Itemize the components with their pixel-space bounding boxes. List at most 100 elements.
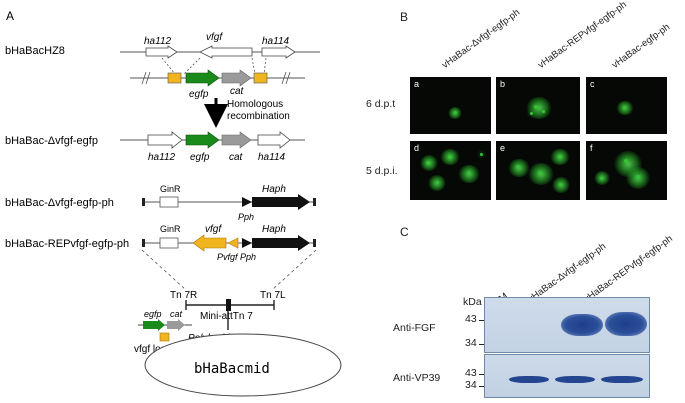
tile-label-c: c [590,79,595,89]
gene-arrow-ha114-bottom [257,131,291,149]
break-mark-right [281,71,291,85]
gene-arrow-egfp-2 [185,131,220,149]
bacmid-name: bHaBacmid [194,361,270,377]
fluor-dot [600,177,603,180]
funnel-dash-left [141,249,187,291]
panel-a-schematic: A bHaBacHZ8 ha112 vfgf ha114 egfp cat Ho… [5,9,342,397]
band-fgf-lane4 [605,312,647,336]
column-header-1: vHaBac-Δvfgf-egfp-ph [440,7,523,71]
gene-label-cat-bottom: cat [229,152,244,163]
gene-label-ha112-bottom: ha112 [148,152,176,163]
fluor-dot [480,153,483,156]
fluor-dot [436,181,439,184]
fluor-dot [538,171,542,175]
label-dvfgf-egfp-ph: bHaBac-Δvfgf-egfp-ph [5,197,114,209]
fluor-dot [530,112,533,115]
tile-label-d: d [414,143,420,153]
fluor-dot [624,159,628,163]
homology-arm-left [167,72,182,84]
anti-fgf-label: Anti-FGF [393,322,436,334]
small-vfgf-box [159,332,170,342]
ginr-box-2 [159,237,179,249]
homology-arm-right [253,72,268,84]
gene-arrow-ha114-top [261,45,296,59]
arrow-label-line1: Homologous [227,99,283,110]
fluor-dot [454,111,457,114]
tn7r-label: Tn 7R [170,290,197,301]
gene-label-cat-small: cat [170,309,183,319]
gene-label-ginr-2: GinR [160,224,181,234]
haph-arrow-2 [252,235,310,251]
gene-label-ha114-top: ha114 [262,36,290,47]
label-hz8: bHaBacHZ8 [5,45,65,57]
label-dvfgf-egfp: bHaBac-Δvfgf-egfp [5,135,98,147]
marker-top-34: 34 [465,337,477,349]
tick-bottom-34 [479,386,484,387]
gene-arrow-ha112-top [145,45,178,59]
blot-anti-fgf [484,297,650,353]
micrograph-e: e [496,141,580,200]
fluor-cell [526,97,552,119]
band-vp39-lane3 [601,376,643,383]
gene-arrow-ha112-bottom [147,131,183,149]
crossover-line-left [161,57,176,75]
small-cat-arrow [167,319,185,331]
mini-att-box [226,299,231,311]
gene-label-haph-1: Haph [262,184,286,195]
blot-anti-vp39 [484,354,650,398]
tile-label-b: b [500,79,506,89]
tile-label-f: f [590,143,593,153]
gene-label-haph-2: Haph [262,224,286,235]
tile-label-a: a [414,79,420,89]
haph-arrow-1 [252,194,310,210]
tick-bottom-43 [479,374,484,375]
micrograph-a: a [410,77,491,134]
gene-label-pph-1: Pph [238,212,254,222]
band-fgf-lane3 [561,314,603,336]
crossover-line-left2 [183,57,201,75]
gene-arrow-egfp [185,69,220,87]
gene-arrow-cat-2 [221,131,252,149]
gene-label-ha112: ha112 [144,36,172,47]
gene-label-egfp-cassette: egfp [189,89,209,100]
tile-label-e: e [500,143,506,153]
fluor-dot [636,175,640,179]
row-label-6dpt: 6 d.p.t [366,98,396,110]
pph-triangle-1 [242,197,252,207]
fluor-dot [559,183,562,186]
gene-label-pvfgf: Pvfgf [217,252,239,262]
gene-arrow-cat [221,69,252,87]
crossover-line-right [251,57,256,75]
fluor-dot [534,105,538,109]
marker-top-43: 43 [465,313,477,325]
kda-label: kDa [463,296,482,308]
fluor-dot [558,155,562,159]
panel-a-letter: A [6,9,14,23]
break-mark-left [141,71,151,85]
gene-label-egfp-bottom: egfp [190,152,210,163]
gene-label-cat-cassette: cat [230,86,245,97]
gene-label-vfgf-rep: vfgf [205,224,222,235]
gene-arrow-vfgf [199,45,253,59]
mini-att-label: Mini-attTn 7 [200,311,253,322]
fluor-dot [426,161,430,165]
fluor-dot [623,106,626,109]
arrow-label-line2: recombination [227,111,290,122]
micrograph-f: f [586,141,667,200]
ph-end-right-2 [313,239,316,247]
ph-end-left-2 [142,239,145,247]
small-egfp-arrow [143,319,165,331]
tick-top-43 [479,320,484,321]
tick-top-34 [479,344,484,345]
panel-c-letter: C [400,225,409,239]
funnel-dash-right [271,249,317,291]
tn7l-label: Tn 7L [260,290,286,301]
pvfgf-triangle [227,237,239,249]
band-vp39-lane2 [555,376,595,383]
ginr-box-1 [159,196,179,208]
fluor-dot [542,110,545,113]
bacmid-ellipse [144,333,342,397]
crossover-line-right2 [263,57,267,75]
marker-bottom-43: 43 [465,367,477,379]
fluor-dot [448,155,452,159]
